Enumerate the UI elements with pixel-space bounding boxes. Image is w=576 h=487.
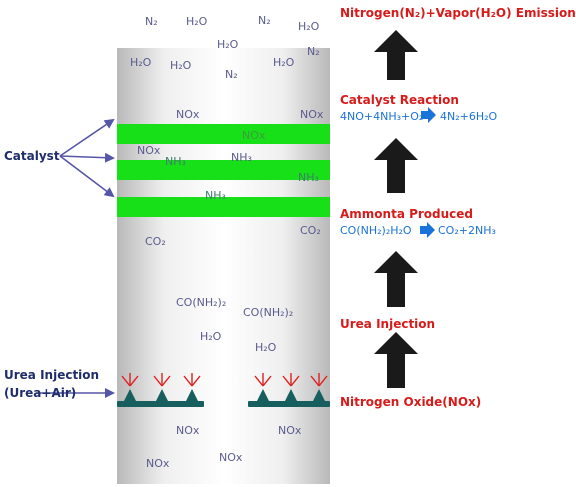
- molecule-label: H₂O: [186, 15, 208, 28]
- nozzle-icon: [117, 389, 330, 407]
- catalyst-band-1: [117, 124, 330, 144]
- catalyst-band-3: [117, 197, 330, 217]
- nitrogen-oxide-title: Nitrogen Oxide(NOx): [340, 395, 482, 409]
- catalyst-reaction-title: Catalyst Reaction: [340, 93, 459, 107]
- up-arrow-icon: [374, 332, 418, 388]
- ammonia-equation-right: CO₂+2NH₃: [438, 224, 496, 237]
- molecule-label: H₂O: [273, 56, 295, 69]
- ammonia-produced-title: Ammonta Produced: [340, 207, 474, 221]
- molecule-label: H₂O: [170, 59, 192, 72]
- co2-label: CO₂: [145, 235, 166, 248]
- right-arrow-icon: [59, 118, 115, 157]
- spray-icon: [121, 373, 328, 387]
- band-nh3-label: NH₃: [165, 155, 186, 168]
- urea-mix-label: (Urea+Air): [4, 386, 77, 400]
- catalyst-label: Catalyst: [4, 149, 60, 163]
- nox-label: NOx: [300, 108, 324, 121]
- water-label: H₂O: [200, 330, 222, 343]
- band-nox-label: NOx: [137, 144, 161, 157]
- urea-injection-label: Urea Injection: [4, 368, 100, 382]
- catalyst-band-2: [117, 160, 330, 180]
- right-arrow-icon: [420, 107, 436, 238]
- ammonia-equation-left: CO(NH₂)₂H₂O: [340, 224, 412, 237]
- diagram-graphics: [36, 30, 436, 407]
- band-nh3-label: NH₃: [298, 171, 319, 184]
- molecule-label: H₂O: [298, 20, 320, 33]
- band-nox-label: NOx: [242, 129, 266, 142]
- molecule-label: H₂O: [217, 38, 239, 51]
- molecule-label: N₂: [307, 45, 320, 58]
- co2-label: CO₂: [300, 224, 321, 237]
- water-label: H₂O: [255, 341, 277, 354]
- up-arrow-icon: [374, 138, 418, 193]
- urea-molecule-label: CO(NH₂)₂: [176, 296, 227, 309]
- molecule-label: N₂: [145, 15, 158, 28]
- molecule-label: N₂: [225, 68, 238, 81]
- up-arrow-icon: [374, 30, 418, 80]
- emission-title: Nitrogen(N₂)+Vapor(H₂O) Emission: [340, 6, 576, 20]
- catalyst-equation-right: 4N₂+6H₂O: [440, 110, 498, 123]
- urea-injection-title: Urea Injection: [340, 317, 436, 331]
- nox-label: NOx: [176, 424, 200, 437]
- right-arrow-icon: [59, 155, 115, 198]
- up-arrow-icon: [374, 251, 418, 307]
- molecule-label: N₂: [258, 14, 271, 27]
- urea-molecule-label: CO(NH₂)₂: [243, 306, 294, 319]
- exhaust-column: [117, 48, 330, 484]
- nox-label: NOx: [278, 424, 302, 437]
- nox-label: NOx: [176, 108, 200, 121]
- right-arrow-icon: [59, 152, 115, 163]
- catalyst-equation-left: 4NO+4NH₃+O₂: [340, 110, 424, 123]
- catalyst-pointer-arrows: [59, 118, 115, 198]
- nox-label: NOx: [146, 457, 170, 470]
- nox-label: NOx: [219, 451, 243, 464]
- band-nh3-label: NH₃: [205, 189, 226, 202]
- molecule-label: H₂O: [130, 56, 152, 69]
- band-nh3-label: NH₃: [231, 151, 252, 164]
